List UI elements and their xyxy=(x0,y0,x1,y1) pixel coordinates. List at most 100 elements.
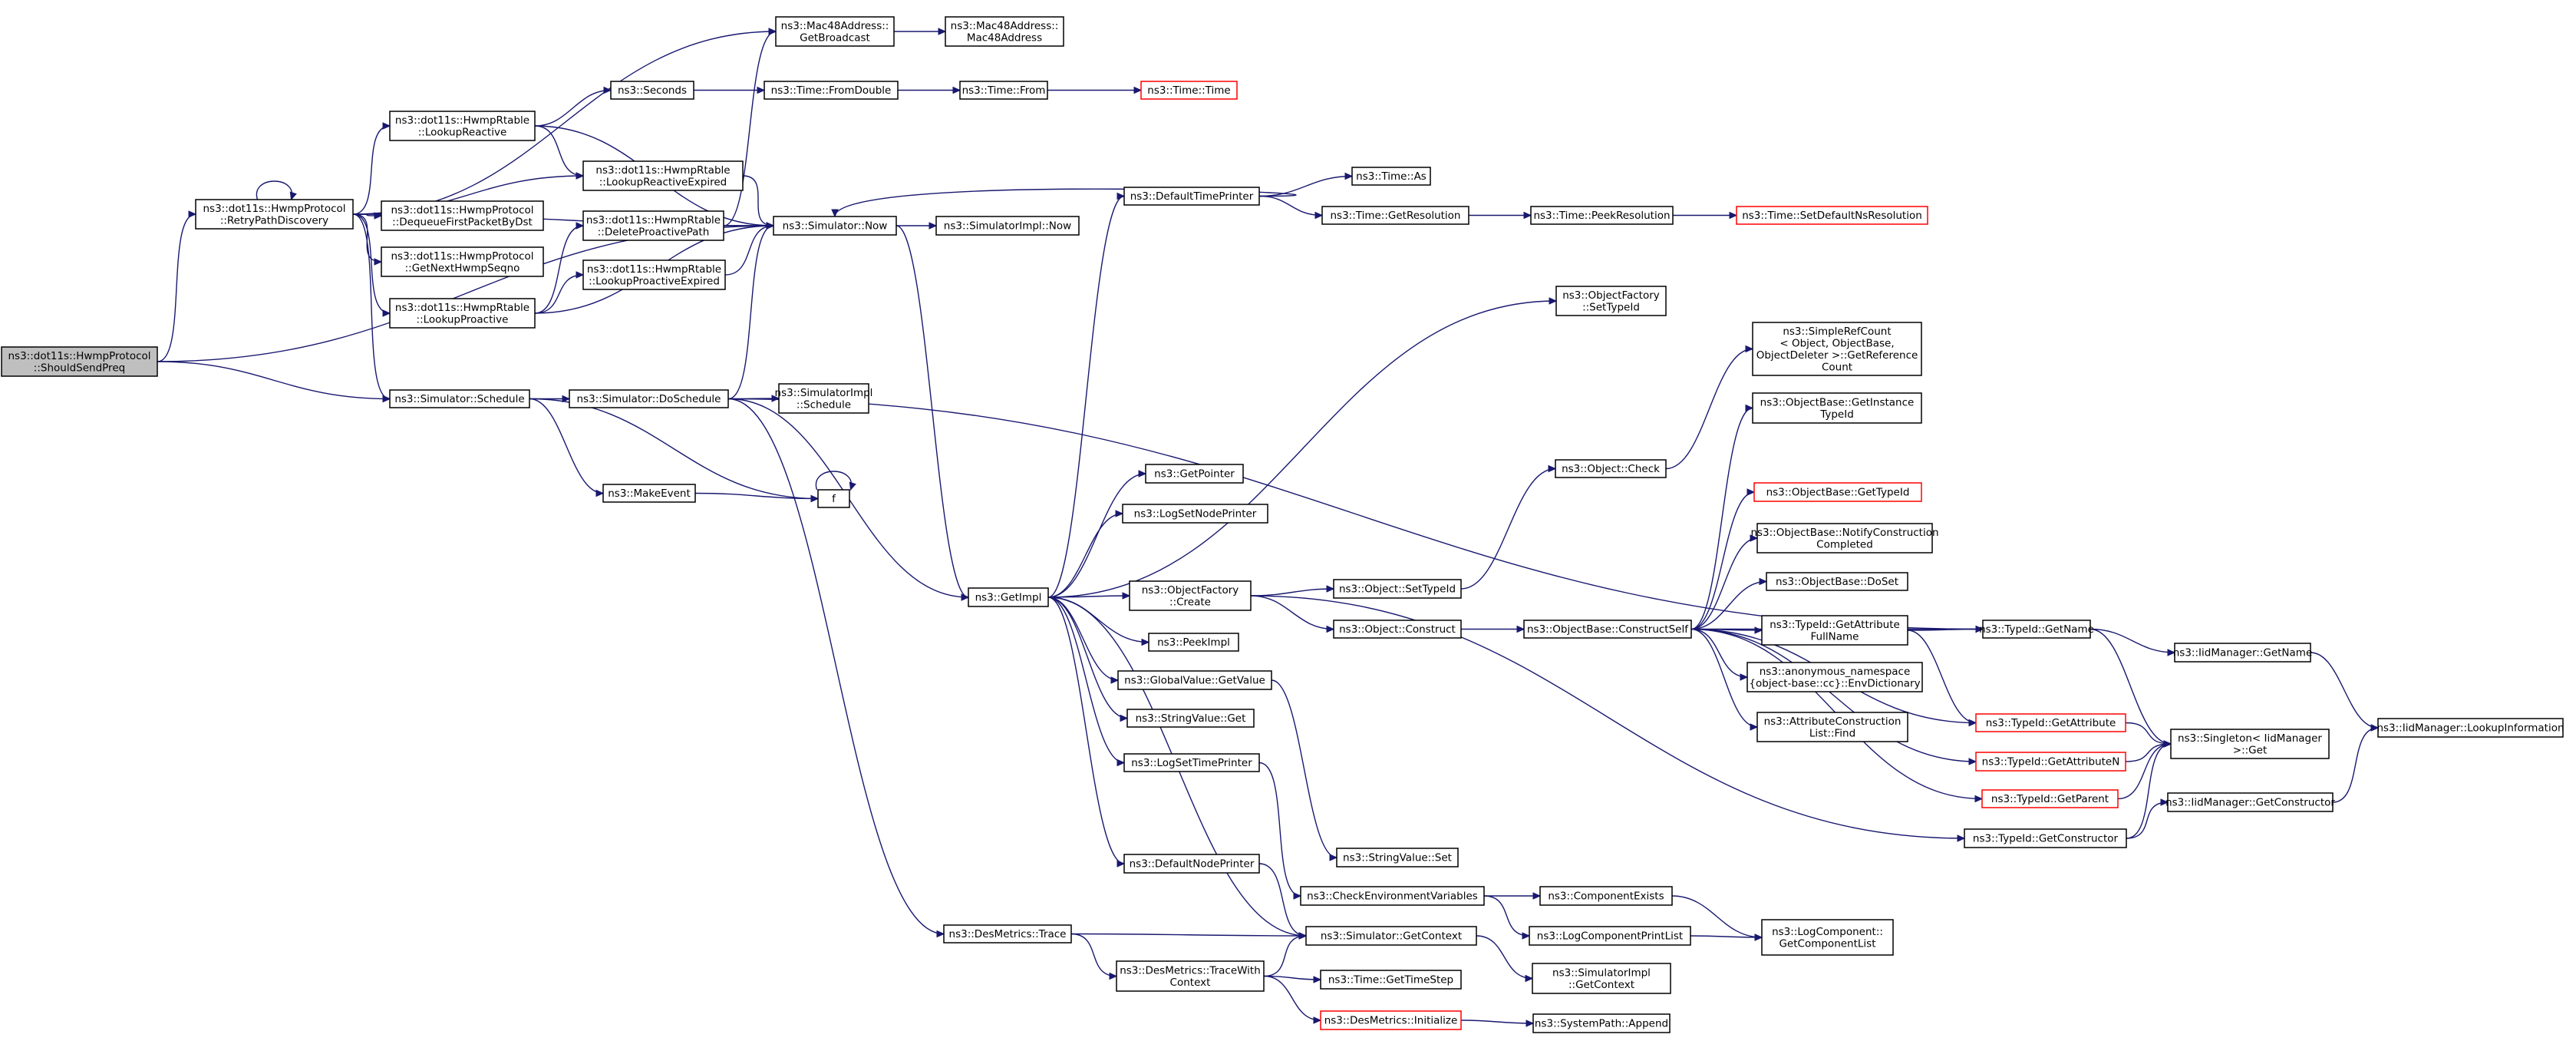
node-label: ns3::TypeId::GetAttributeN xyxy=(1982,756,2120,768)
edge-arrowhead xyxy=(1326,625,1335,633)
edge-line xyxy=(2089,628,2175,653)
edge-arrowhead xyxy=(1974,795,1984,803)
node-fromdouble[interactable]: ns3::Time::FromDouble xyxy=(764,81,899,100)
node-lookupreactive[interactable]: ns3::dot11s::HwmpRtable::LookupReactive xyxy=(389,111,536,141)
node-timefrom[interactable]: ns3::Time::From xyxy=(959,81,1048,100)
node-schedule[interactable]: ns3::Simulator::Schedule xyxy=(389,389,530,408)
node-globalvalue[interactable]: ns3::GlobalValue::GetValue xyxy=(1117,670,1272,690)
node-defaultnp[interactable]: ns3::DefaultNodePrinter xyxy=(1123,854,1260,874)
node-lre[interactable]: ns3::dot11s::HwmpRtable::LookupReactiveE… xyxy=(582,160,744,191)
edge-arrowhead xyxy=(1314,211,1324,220)
node-stringget[interactable]: ns3::StringValue::Get xyxy=(1126,709,1255,728)
node-seconds[interactable]: ns3::Seconds xyxy=(610,81,694,100)
edge-checkenv-to-logcompprint xyxy=(1483,895,1531,940)
node-doset[interactable]: ns3::ObjectBase::DoSet xyxy=(1766,572,1908,591)
node-tidgetattr[interactable]: ns3::TypeId::GetAttribute xyxy=(1975,713,2126,732)
node-label: ns3::SimulatorImpl xyxy=(1552,967,1651,979)
node-logtimeprinter[interactable]: ns3::LogSetTimePrinter xyxy=(1123,753,1260,772)
node-simimplnow[interactable]: ns3::SimulatorImpl::Now xyxy=(935,216,1080,236)
node-lookupinfo[interactable]: ns3::IidManager::LookupInformation xyxy=(2376,718,2564,738)
node-tidgetctor[interactable]: ns3::TypeId::GetConstructor xyxy=(1964,828,2127,848)
node-tidgetparent[interactable]: ns3::TypeId::GetParent xyxy=(1981,789,2119,808)
node-getnextseq[interactable]: ns3::dot11s::HwmpProtocol::GetNextHwmpSe… xyxy=(381,246,544,277)
node-timetime[interactable]: ns3::Time::Time xyxy=(1140,81,1238,100)
node-refcount[interactable]: ns3::SimpleRefCount< Object, ObjectBase,… xyxy=(1752,322,1922,376)
edge-line xyxy=(1460,468,1556,590)
node-tidgetattrn[interactable]: ns3::TypeId::GetAttributeN xyxy=(1975,752,2126,772)
node-label: ns3::ObjectBase::ConstructSelf xyxy=(1527,623,1689,636)
node-getimpl[interactable]: ns3::GetImpl xyxy=(968,587,1049,607)
node-simimplctx[interactable]: ns3::SimulatorImpl::GetContext xyxy=(1532,963,1671,994)
node-setdefres[interactable]: ns3::Time::SetDefaultNsResolution xyxy=(1736,206,1928,225)
edge-attrfull-to-tidgetname xyxy=(1907,625,1984,633)
edge-tracewith-to-gettimestep xyxy=(1263,975,1322,983)
node-getpointer[interactable]: ns3::GetPointer xyxy=(1145,464,1244,484)
node-getcomplist[interactable]: ns3::LogComponent::GetComponentList xyxy=(1761,919,1894,956)
node-simimplsched[interactable]: ns3::SimulatorImpl::Schedule xyxy=(775,383,873,414)
node-setof[interactable]: ns3::ObjectFactory::SetTypeId xyxy=(1555,286,1667,316)
node-simnow[interactable]: ns3::Simulator::Now xyxy=(773,216,897,236)
edge-arrowhead xyxy=(1133,86,1143,94)
node-getobtid[interactable]: ns3::ObjectBase::GetTypeId xyxy=(1753,482,1922,502)
node-timeas[interactable]: ns3::Time::As xyxy=(1351,167,1431,186)
node-gettimestep[interactable]: ns3::Time::GetTimeStep xyxy=(1320,970,1462,990)
node-label: ns3::LogComponentPrintList xyxy=(1537,930,1683,943)
node-lognodeprinter[interactable]: ns3::LogSetNodePrinter xyxy=(1122,504,1268,524)
node-lpe[interactable]: ns3::dot11s::HwmpRtable::LookupProactive… xyxy=(582,259,726,290)
node-f[interactable]: f xyxy=(817,489,850,508)
node-checkenv[interactable]: ns3::CheckEnvironmentVariables xyxy=(1300,886,1485,906)
node-defaulttp[interactable]: ns3::DefaultTimePrinter xyxy=(1123,187,1260,206)
node-label: ns3::LogSetNodePrinter xyxy=(1134,508,1257,520)
node-objconstruct[interactable]: ns3::Object::Construct xyxy=(1333,620,1462,639)
node-box xyxy=(381,246,544,277)
edge-line xyxy=(1690,935,1763,938)
node-label: FullName xyxy=(1811,630,1859,643)
node-retry[interactable]: ns3::dot11s::HwmpProtocol::RetryPathDisc… xyxy=(195,199,354,230)
node-stringset[interactable]: ns3::StringValue::Set xyxy=(1336,848,1459,868)
node-notify[interactable]: ns3::ObjectBase::NotifyConstructionCompl… xyxy=(1750,523,1939,554)
node-label: ns3::anonymous_namespace xyxy=(1760,666,1911,678)
node-simgetctx[interactable]: ns3::Simulator::GetContext xyxy=(1305,926,1477,946)
node-peekres[interactable]: ns3::Time::PeekResolution xyxy=(1530,206,1674,225)
node-label: ns3::dot11s::HwmpProtocol xyxy=(203,203,345,215)
edge-arrowhead xyxy=(1313,1016,1322,1024)
node-iidgetctor[interactable]: ns3::IidManager::GetConstructor xyxy=(2165,792,2335,812)
node-compexists[interactable]: ns3::ComponentExists xyxy=(1539,886,1673,906)
edge-arrowhead xyxy=(1116,860,1126,868)
node-doschedule[interactable]: ns3::Simulator::DoSchedule xyxy=(569,389,729,408)
node-box xyxy=(1539,886,1673,906)
node-ofcreate[interactable]: ns3::ObjectFactory::Create xyxy=(1129,580,1252,611)
node-mac-ctor[interactable]: ns3::Mac48Address::Mac48Address xyxy=(945,16,1064,47)
node-mac-bc[interactable]: ns3::Mac48Address::GetBroadcast xyxy=(775,16,895,47)
node-root[interactable]: ns3::dot11s::HwmpProtocol::ShouldSendPre… xyxy=(1,346,158,377)
node-box xyxy=(195,199,354,230)
node-label: ns3::dot11s::HwmpRtable xyxy=(587,263,721,276)
node-delproactive[interactable]: ns3::dot11s::HwmpRtable::DeleteProactive… xyxy=(582,210,724,241)
node-tidgetname[interactable]: ns3::TypeId::GetName xyxy=(1979,620,2094,639)
node-desinit[interactable]: ns3::DesMetrics::Initialize xyxy=(1320,1010,1462,1030)
node-makeevent[interactable]: ns3::MakeEvent xyxy=(602,484,696,503)
node-sysappend[interactable]: ns3::SystemPath::Append xyxy=(1532,1013,1671,1033)
node-objcheck[interactable]: ns3::Object::Check xyxy=(1555,459,1667,478)
node-objsettypeid[interactable]: ns3::Object::SetTypeId xyxy=(1333,579,1462,599)
node-lookupproactive[interactable]: ns3::dot11s::HwmpRtable::LookupProactive xyxy=(389,298,536,329)
edge-arrowhead xyxy=(936,930,945,938)
node-getres[interactable]: ns3::Time::GetResolution xyxy=(1321,206,1469,225)
node-peekimpl[interactable]: ns3::PeekImpl xyxy=(1148,633,1239,652)
node-envdict[interactable]: ns3::anonymous_namespace{object-base::cc… xyxy=(1746,662,1923,692)
node-box xyxy=(1555,286,1667,316)
node-logcompprint[interactable]: ns3::LogComponentPrintList xyxy=(1529,926,1691,946)
edge-line xyxy=(1258,175,1353,197)
node-iidgetname[interactable]: ns3::IidManager::GetName xyxy=(2173,643,2313,663)
edge-line xyxy=(534,89,612,127)
node-dequeue[interactable]: ns3::dot11s::HwmpProtocol::DequeueFirstP… xyxy=(381,200,544,231)
node-destrace[interactable]: ns3::DesMetrics::Trace xyxy=(943,924,1072,944)
node-singleton[interactable]: ns3::Singleton< IidManager>::Get xyxy=(2170,729,2330,759)
node-label: ns3::ObjectBase::NotifyConstruction xyxy=(1750,527,1938,539)
node-constructself[interactable]: ns3::ObjectBase::ConstructSelf xyxy=(1523,620,1692,639)
